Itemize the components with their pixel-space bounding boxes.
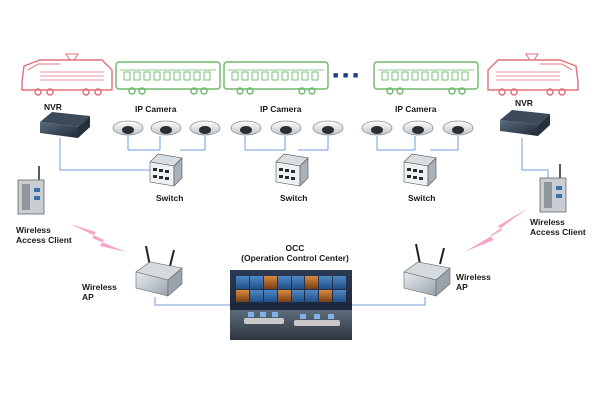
nvr-left <box>40 112 90 138</box>
wireless-ap-right <box>403 243 451 297</box>
ip-camera <box>150 120 182 136</box>
switch-1 <box>149 153 183 187</box>
ip-camera <box>442 120 474 136</box>
occ-subtitle: (Operation Control Center) <box>241 253 349 263</box>
switch-2 <box>275 153 309 187</box>
ip-camera <box>112 120 144 136</box>
ip-camera-label-2: IP Camera <box>260 104 302 114</box>
wireless-ap-left <box>135 245 183 297</box>
ip-camera <box>361 120 393 136</box>
nvr-right <box>500 110 550 136</box>
wireless-ap-right-label-line1: Wireless <box>456 272 491 282</box>
carriage-2 <box>223 61 329 95</box>
ip-camera-label-3: IP Camera <box>395 104 437 114</box>
switch-label-3: Switch <box>408 193 436 203</box>
ip-camera <box>230 120 262 136</box>
wireless-ap-left-label-line1: Wireless <box>82 282 117 292</box>
nvr-left-label: NVR <box>44 102 62 112</box>
network-cables <box>59 136 549 306</box>
wireless-access-client-left-label-line1: Wireless <box>16 225 51 235</box>
switch-3 <box>403 153 437 187</box>
ip-camera <box>402 120 434 136</box>
locomotive-right <box>487 53 579 96</box>
nvr-right-label: NVR <box>515 98 533 108</box>
occ-title: OCC <box>285 243 305 253</box>
wireless-access-client-right-label-line2: Access Client <box>530 227 586 237</box>
switch-label-2: Switch <box>280 193 308 203</box>
carriage-3 <box>373 61 479 95</box>
locomotive-left <box>21 53 113 96</box>
wireless-ap-left-label-line2: AP <box>82 292 94 302</box>
wireless-access-client-left-label-line2: Access Client <box>16 235 72 245</box>
ip-camera-label-1: IP Camera <box>135 104 177 114</box>
wireless-link-bolt-left <box>70 224 126 252</box>
carriage-1 <box>115 61 221 95</box>
ip-camera <box>270 120 302 136</box>
ip-camera <box>189 120 221 136</box>
occ-control-room-image <box>230 270 352 340</box>
ip-camera <box>312 120 344 136</box>
wireless-ap-right-label-line2: AP <box>456 282 468 292</box>
carriage-ellipsis: ■ ■ ■ <box>333 70 360 80</box>
wireless-link-bolt-right <box>464 208 528 252</box>
wireless-access-client-right <box>539 164 567 213</box>
wireless-access-client-right-label-line1: Wireless <box>530 217 565 227</box>
switch-label-1: Switch <box>156 193 184 203</box>
wireless-access-client-left <box>17 166 45 215</box>
